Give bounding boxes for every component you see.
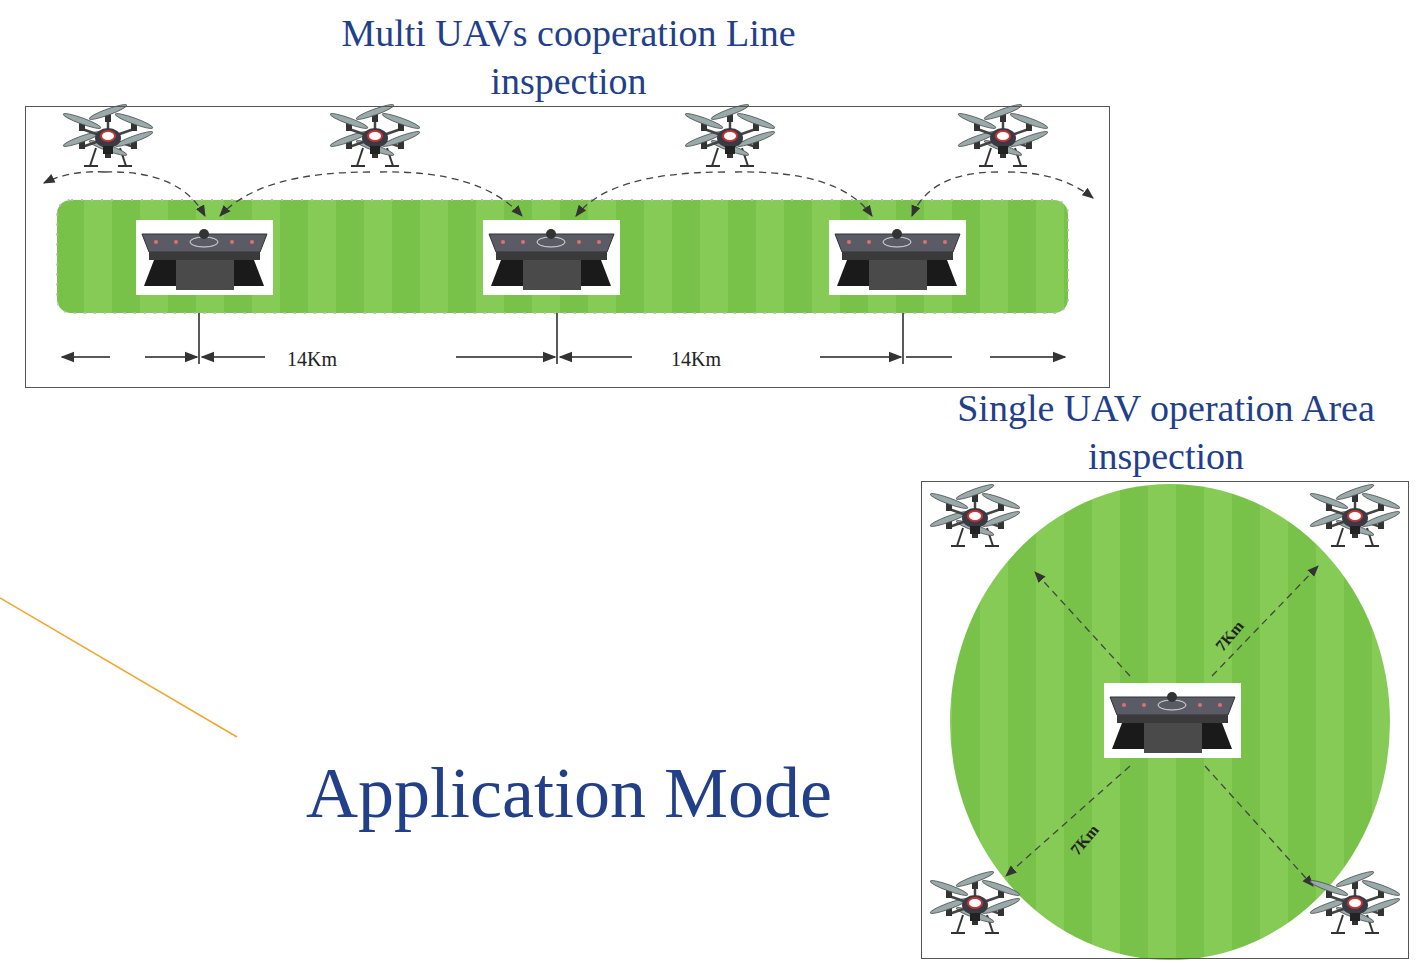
flight-paths — [44, 172, 1318, 886]
drone — [1309, 482, 1401, 546]
drone — [957, 102, 1049, 166]
dock — [1104, 683, 1241, 758]
inspection-line — [57, 200, 1068, 313]
inspection-panel: Single UAV operation Area inspection — [921, 481, 1409, 959]
drones — [62, 102, 1401, 933]
inspection-area — [950, 484, 1390, 960]
inspection-panel: Multi UAVs cooperation Line inspection — [25, 106, 1110, 388]
dock — [136, 220, 273, 295]
diagram-title: Application Mode — [306, 752, 832, 835]
panel-heading: Multi UAVs cooperation Line inspection — [289, 9, 849, 105]
dock — [829, 220, 966, 295]
dimension-lines — [62, 313, 1065, 364]
accent-line — [0, 598, 237, 737]
dimension-label: 14Km — [284, 348, 340, 371]
dock — [483, 220, 620, 295]
panel-heading: Single UAV operation Area inspection — [931, 384, 1401, 480]
drone — [929, 869, 1021, 933]
drone — [684, 102, 776, 166]
drone — [929, 482, 1021, 546]
dimension-label: 14Km — [668, 348, 724, 371]
drone — [1309, 869, 1401, 933]
docks — [136, 220, 1241, 758]
drone — [62, 102, 154, 166]
drone — [329, 102, 421, 166]
